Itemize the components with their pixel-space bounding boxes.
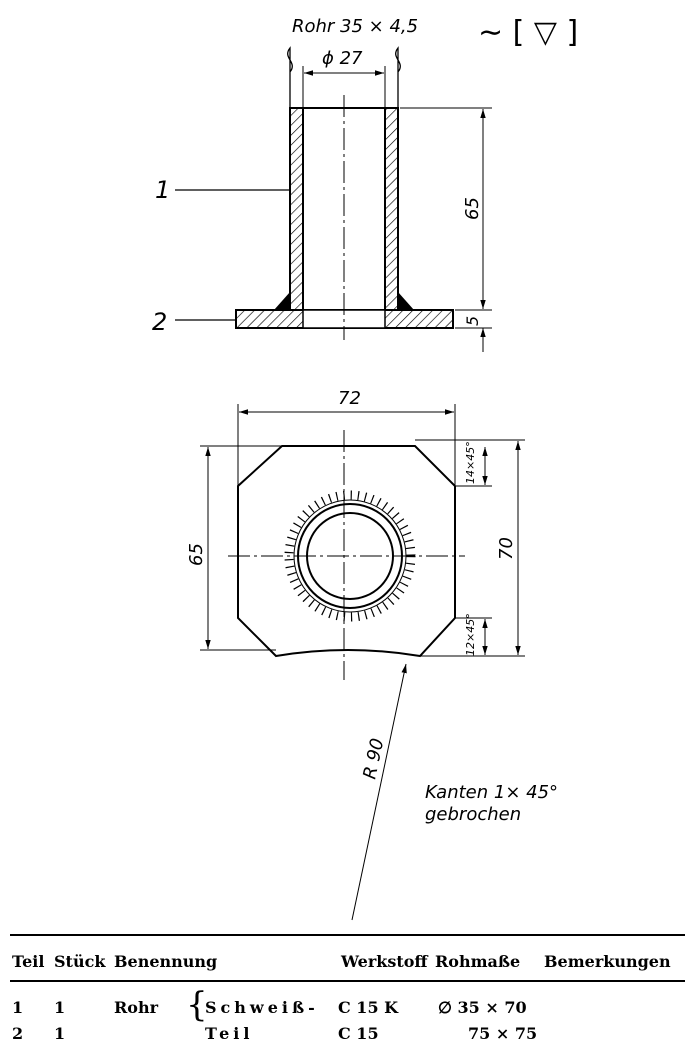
table-rule-header [10, 980, 685, 982]
header-benennung: Benennung [114, 952, 218, 971]
chamfer-bottom-dim: 12×45° [464, 613, 477, 656]
row2-teil: 2 [12, 1024, 24, 1043]
weld-right [398, 292, 414, 310]
height-dim: 65 [462, 197, 483, 220]
row1-werkstoff: C 15 K [338, 998, 399, 1017]
width-dim: 72 [338, 388, 361, 409]
header-bemerkungen: Bemerkungen [544, 952, 671, 971]
radius-dim: R 90 [359, 736, 388, 781]
tube-outer-circle [297, 503, 403, 609]
header-stueck: Stück [54, 952, 106, 971]
inner-diameter-dim: ϕ 27 [322, 48, 363, 69]
tube-wall-right [384, 107, 399, 311]
side-view: Rohr 35 × 4,5 ϕ 27 65 5 1 2 [152, 16, 492, 352]
plate-outline [237, 445, 456, 658]
group-label-line2: Teil [205, 1024, 254, 1043]
weld-left [274, 292, 290, 310]
weld-circle [293, 499, 407, 613]
tube-wall-left [289, 107, 304, 311]
top-view: 72 65 70 14×45° 12×45° R 90 Kanten 1× 45… [186, 388, 558, 921]
row2-stueck: 1 [54, 1024, 66, 1043]
group-label-line1: Schweiß- [205, 998, 319, 1017]
row1-teil: 1 [12, 998, 24, 1017]
tube-inner-circle [306, 512, 394, 600]
height-left-dim: 65 [186, 543, 207, 566]
plate-thickness-dim: 5 [463, 316, 482, 326]
edge-note-line2: gebrochen [425, 804, 521, 825]
part-2-callout: 2 [152, 308, 167, 336]
row2-rohmasse: 75 × 75 [468, 1024, 538, 1043]
row2-werkstoff: C 15 [338, 1024, 379, 1043]
table-rule-top [10, 934, 685, 936]
row1-rohmasse: ∅ 35 × 70 [438, 998, 527, 1017]
row1-benennung: Rohr [114, 998, 159, 1017]
parts-list: Teil Stück Benennung Werkstoff Rohmaße B… [0, 930, 700, 1053]
tube-label: Rohr 35 × 4,5 [292, 16, 418, 37]
group-brace: { [186, 985, 208, 1025]
surface-symbol: ∼ [ ▽ ] [478, 15, 578, 50]
height-right-dim: 70 [496, 537, 517, 560]
edge-note-line1: Kanten 1× 45° [425, 782, 558, 803]
part-1-callout: 1 [155, 176, 170, 204]
header-werkstoff: Werkstoff [341, 952, 428, 971]
header-teil: Teil [12, 952, 45, 971]
row1-stueck: 1 [54, 998, 66, 1017]
header-rohmasse: Rohmaße [435, 952, 521, 971]
technical-drawing: ∼ [ ▽ ] Rohr 35 × 4,5 ϕ 27 65 5 [152, 15, 578, 921]
chamfer-top-dim: 14×45° [464, 441, 477, 484]
